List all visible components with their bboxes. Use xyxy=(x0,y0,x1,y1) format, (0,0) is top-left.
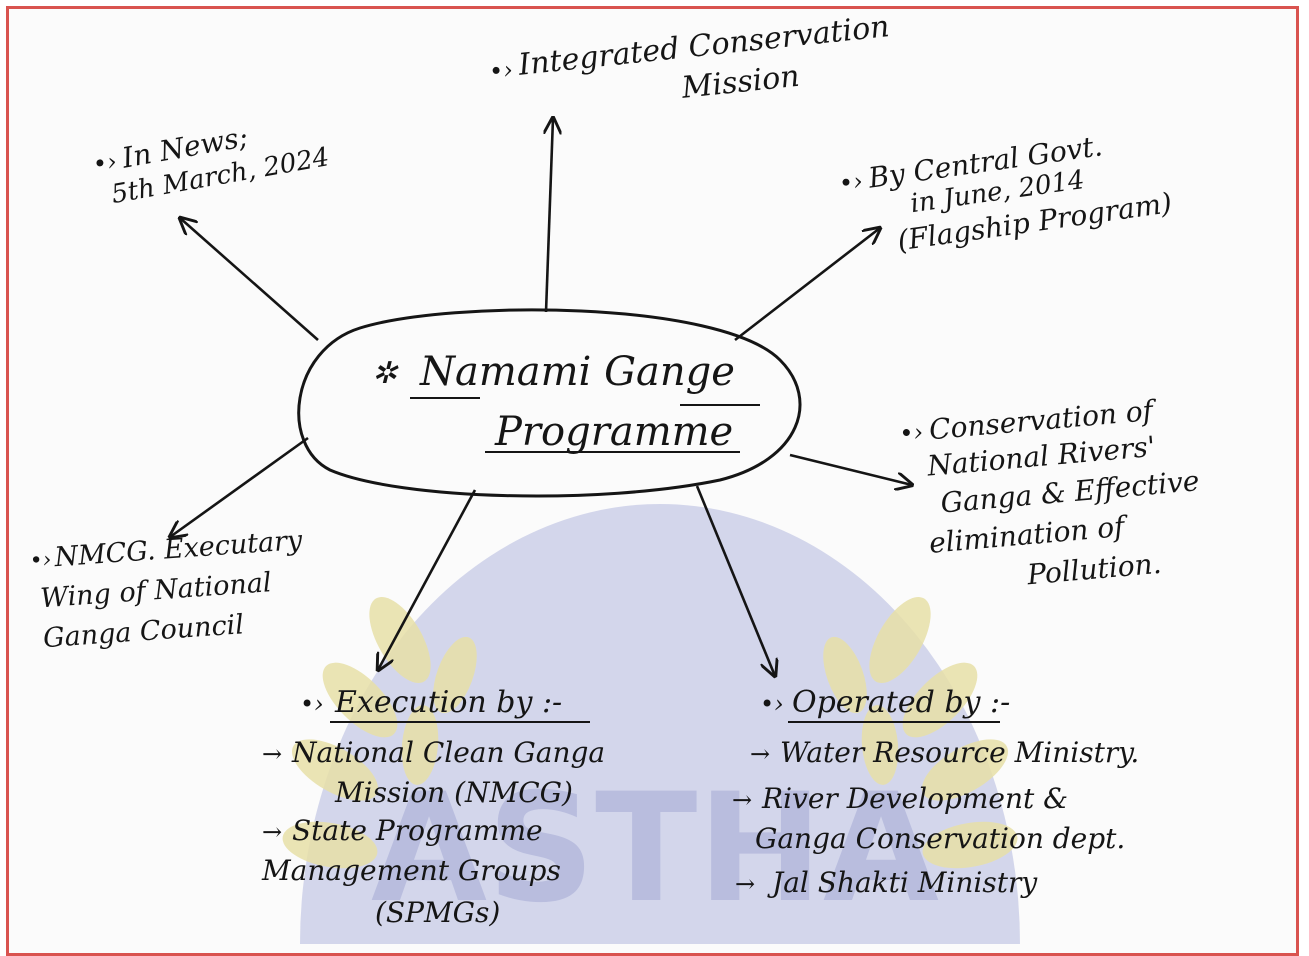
execution-item-1: National Clean Ganga xyxy=(291,736,605,769)
integrated-bullet: •› xyxy=(488,56,515,86)
node-integrated: •› Integrated Conservation Mission xyxy=(488,9,891,106)
laurel-right-icon xyxy=(823,597,1018,869)
node-execution: •› Execution by :- → National Clean Gang… xyxy=(261,685,605,929)
execution-heading: Execution by :- xyxy=(334,685,562,720)
operated-item-4: Jal Shakti Ministry xyxy=(767,866,1038,899)
central-govt-bullet: •› xyxy=(837,167,864,198)
watermark: ASTHA xyxy=(282,504,1020,944)
execution-item-5: (SPMGs) xyxy=(375,896,500,929)
operated-item-2: River Development & xyxy=(761,782,1068,815)
nmcg-bullet: •› xyxy=(29,548,52,574)
center-title-line1: Namami Gange xyxy=(419,349,735,395)
arrow-execution xyxy=(378,489,477,670)
execution-item-4: Management Groups xyxy=(261,854,561,887)
arrow-central-govt xyxy=(734,228,880,342)
watermark-arc xyxy=(300,504,1020,944)
node-conservation: •› Conservation of National Rivers' Gang… xyxy=(898,394,1200,592)
conservation-line5: Pollution. xyxy=(1025,547,1163,592)
operated-item-3: Ganga Conservation dept. xyxy=(755,822,1125,855)
arrow-in-news xyxy=(180,218,319,341)
execution-arrow-1: → xyxy=(262,740,282,768)
execution-bullet: •› xyxy=(300,690,324,718)
center-title-line2: Programme xyxy=(494,409,733,455)
in-news-bullet: •› xyxy=(91,147,119,179)
arrow-nmcg xyxy=(170,436,309,537)
operated-item-1: Water Resource Ministry. xyxy=(780,736,1139,769)
nmcg-line2: Wing of National xyxy=(39,567,272,614)
conservation-bullet: •› xyxy=(898,418,924,448)
nmcg-line3: Ganga Council xyxy=(42,609,245,654)
arrow-conservation xyxy=(789,453,912,485)
operated-arrow-1: → xyxy=(750,740,770,768)
connector-arrows xyxy=(170,118,912,676)
node-central-govt: •› By Central Govt. in June, 2014 (Flags… xyxy=(837,129,1174,257)
integrated-line2: Mission xyxy=(679,59,801,106)
node-nmcg: •› NMCG. Executary Wing of National Gang… xyxy=(29,525,304,654)
node-operated: •› Operated by :- → Water Resource Minis… xyxy=(732,685,1139,899)
watermark-text: ASTHA xyxy=(371,762,939,936)
arrow-integrated xyxy=(546,118,553,313)
laurel-left-icon xyxy=(282,597,477,869)
operated-heading: Operated by :- xyxy=(792,685,1010,720)
operated-arrow-2: → xyxy=(732,786,752,814)
center-node: ✲ Namami Gange Programme xyxy=(297,308,802,498)
sparkle-icon: ✲ xyxy=(372,356,399,391)
center-ellipse xyxy=(297,308,802,498)
operated-arrow-3: → xyxy=(735,870,755,898)
arrow-operated xyxy=(695,485,775,676)
operated-bullet: •› xyxy=(760,690,784,718)
execution-arrow-2: → xyxy=(262,818,282,846)
execution-item-3: State Programme xyxy=(292,814,543,847)
node-in-news: •› In News; 5th March, 2024 xyxy=(91,120,332,210)
execution-item-2: Mission (NMCG) xyxy=(334,776,573,809)
